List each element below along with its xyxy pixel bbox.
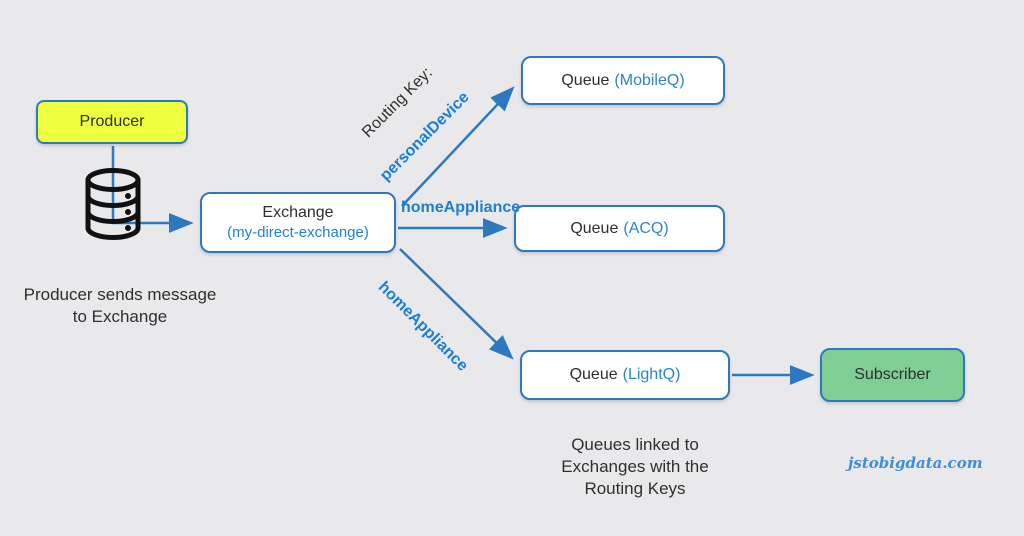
routing-key-homeappliance-bottom: homeAppliance	[374, 278, 472, 375]
queues-caption-line3: Routing Keys	[584, 479, 686, 498]
watermark-link[interactable]: jstobigdata.com	[848, 454, 983, 472]
queues-caption-line2: Exchanges with the	[561, 457, 709, 476]
queues-caption: Queues linked to Exchanges with the Rout…	[540, 434, 730, 500]
arrow-exchange-to-lightq	[399, 248, 514, 360]
producer-node: Producer	[36, 100, 188, 144]
exchange-node: Exchange (my-direct-exchange)	[200, 192, 396, 253]
producer-caption-line1: Producer sends message	[23, 285, 217, 304]
queue-name-acq: (ACQ)	[623, 219, 669, 237]
queue-lightq-node: Queue (LightQ)	[520, 350, 730, 400]
database-icon	[81, 168, 145, 240]
subscriber-label: Subscriber	[854, 366, 931, 383]
subscriber-node: Subscriber	[820, 348, 965, 402]
queue-label: Queue	[570, 219, 619, 237]
routing-key-homeappliance-mid: homeAppliance	[401, 199, 521, 216]
exchange-name: (my-direct-exchange)	[227, 223, 369, 241]
producer-caption-line2: to Exchange	[72, 307, 168, 326]
queues-caption-line1: Queues linked to	[571, 435, 699, 454]
queue-name-lightq: (LightQ)	[622, 366, 681, 383]
queue-mobileq-node: Queue (MobileQ)	[521, 56, 725, 105]
queue-name-mobileq: (MobileQ)	[614, 71, 685, 89]
producer-caption: Producer sends message to Exchange	[10, 284, 230, 328]
producer-label: Producer	[79, 113, 145, 130]
queue-label: Queue	[569, 366, 618, 383]
queue-acq-node: Queue (ACQ)	[514, 205, 725, 252]
exchange-label: Exchange	[262, 203, 334, 221]
queue-label: Queue	[561, 71, 610, 89]
